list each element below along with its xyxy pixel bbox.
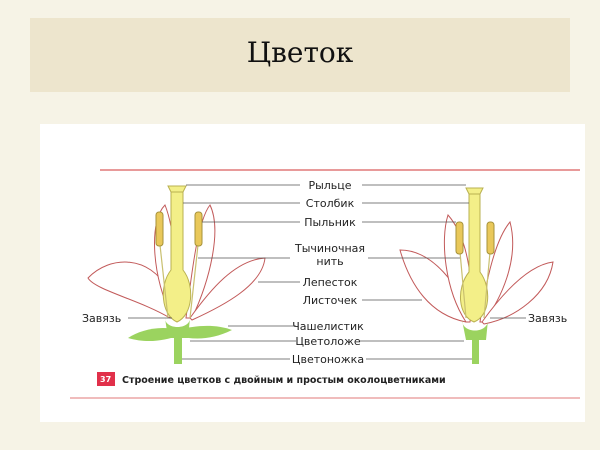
right-anther-2 — [486, 221, 495, 255]
right-filament-1 — [459, 251, 467, 319]
figure-number: 37 — [100, 375, 111, 384]
label-filament-line1: Тычиночная — [294, 242, 365, 255]
label-stigma: Рыльце — [308, 179, 351, 192]
label-style: Столбик — [306, 197, 355, 210]
label-ovary-right: Завязь — [528, 312, 567, 325]
left-sepal-right — [178, 325, 232, 339]
right-anther-1 — [455, 221, 464, 255]
label-tepal: Листочек — [303, 294, 358, 307]
left-flower — [87, 185, 266, 364]
label-filament-line2: нить — [316, 255, 343, 268]
figure-number-badge — [97, 372, 115, 386]
left-petal-outer-left — [87, 261, 171, 319]
label-sepal: Чашелистик — [292, 320, 364, 333]
label-perianth: Цветоложе — [295, 335, 361, 348]
leader-lines — [128, 184, 526, 360]
right-stigma — [465, 187, 484, 195]
left-filament-2 — [189, 244, 199, 319]
right-pedicel — [472, 338, 479, 364]
label-anther: Пыльник — [304, 216, 356, 229]
figure-caption: Строение цветков с двойным и простым око… — [122, 375, 446, 386]
left-anther-1 — [155, 211, 164, 247]
left-sepal-left — [128, 327, 178, 342]
label-pedicel: Цветоножка — [292, 353, 364, 366]
label-petal: Лепесток — [303, 276, 358, 289]
left-anther-2 — [194, 211, 203, 247]
right-flower — [399, 187, 554, 364]
title-bar: Цветок — [30, 18, 570, 92]
left-stigma — [167, 185, 187, 193]
left-pistil — [162, 189, 192, 323]
left-filament-1 — [159, 244, 169, 319]
right-pistil — [459, 191, 489, 323]
page-title: Цветок — [246, 36, 354, 69]
left-receptacle — [165, 318, 190, 338]
left-pedicel — [174, 336, 182, 364]
right-receptacle — [462, 320, 488, 340]
right-filament-2 — [483, 251, 491, 319]
label-ovary-left: Завязь — [82, 312, 121, 325]
